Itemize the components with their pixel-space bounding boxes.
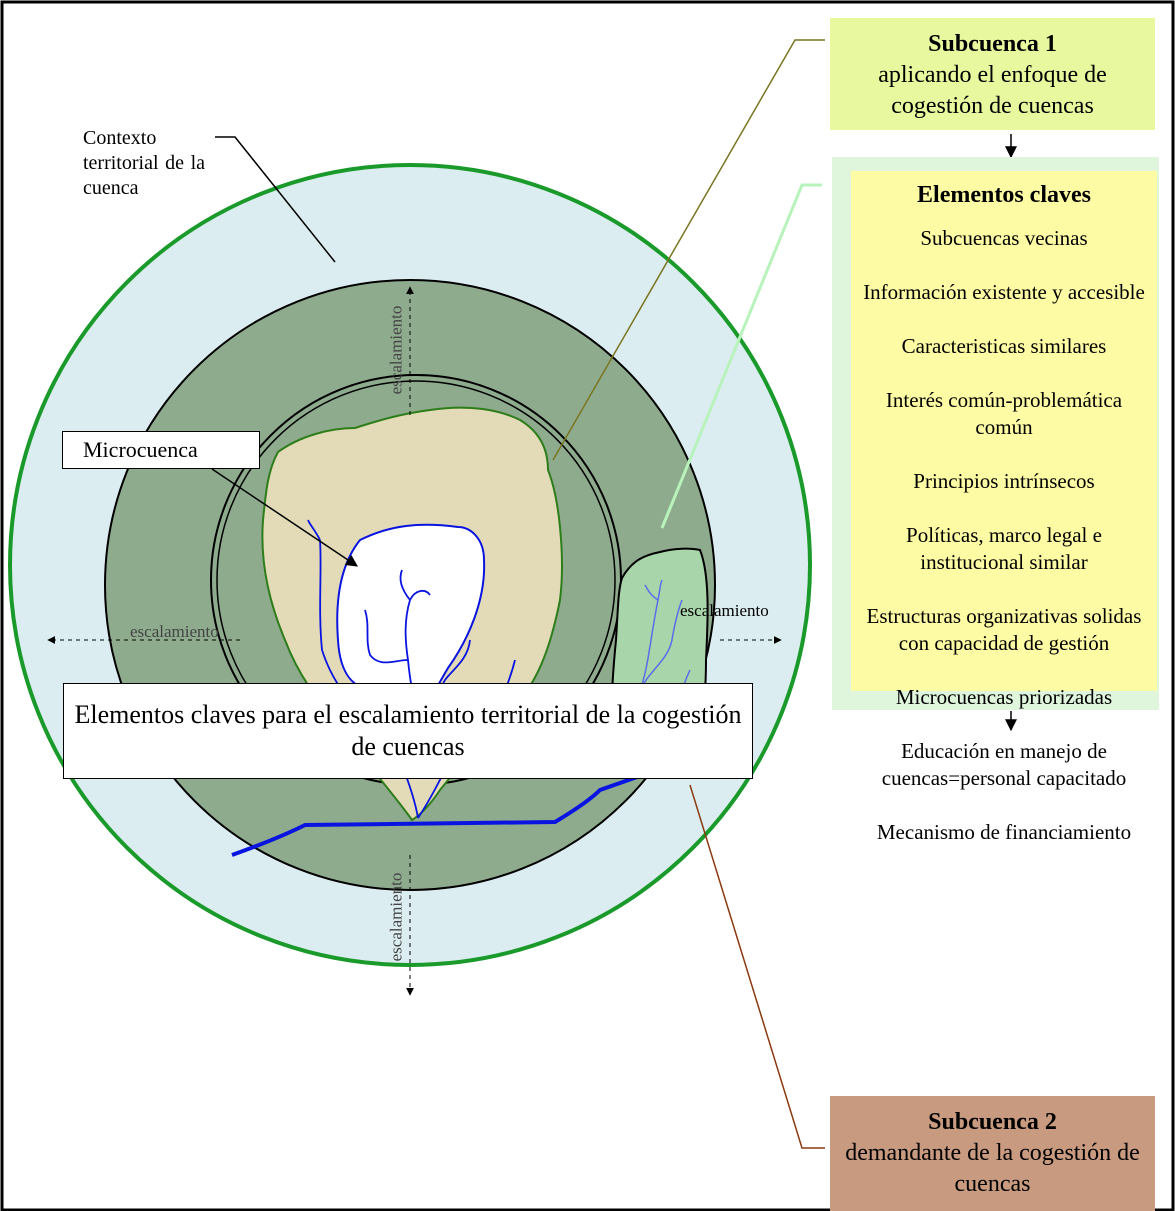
elementos-claves-box: Elementos claves Subcuencas vecinas Info… — [851, 171, 1157, 844]
elemento-item: Subcuencas vecinas — [920, 226, 1088, 250]
leader-context — [215, 136, 336, 263]
escalamiento-label-right: escalamiento — [680, 601, 769, 620]
elemento-item: Principios intrínsecos — [913, 469, 1095, 493]
escalamiento-label-bottom: escalamiento — [386, 872, 406, 962]
subcuenca2-box: Subcuenca 2 demandante de la cogestión d… — [830, 1096, 1155, 1211]
escalamiento-label-left: escalamiento — [130, 622, 219, 641]
leader-elementos — [660, 183, 822, 529]
elemento-item: Caracteristicas similares — [901, 334, 1107, 358]
context-label: Contexto territorial de la cuenca — [83, 127, 205, 199]
escalamiento-arrows — [47, 286, 782, 996]
diagram-caption: Elementos claves para el escalamiento te… — [63, 683, 753, 779]
elementos-claves-list: Subcuencas vecinas Información existente… — [851, 225, 1157, 846]
elemento-item: Estructuras organizativas solidas con ca… — [866, 604, 1142, 655]
subcuenca2-title: Subcuenca 2 — [928, 1109, 1057, 1135]
subcuenca1-box: Subcuenca 1 aplicando el enfoque de coge… — [830, 18, 1155, 130]
elemento-item: Interés común-problemática común — [885, 388, 1123, 439]
arrow-microcuenca — [211, 468, 358, 567]
elemento-item: Mecanismo de financiamiento — [876, 820, 1132, 844]
elemento-item: Políticas, marco legal e institucional s… — [906, 523, 1102, 574]
subcuenca1-text: aplicando el enfoque de cogestión de cue… — [878, 62, 1107, 119]
leader-subcuenca1 — [552, 39, 825, 461]
subcuenca2-text: demandante de la cogestión de cuencas — [845, 1140, 1140, 1197]
elemento-item: Educación en manejo de cuencas=personal … — [881, 739, 1127, 790]
elemento-item: Microcuencas priorizadas — [895, 685, 1113, 709]
leader-subcuenca2 — [689, 784, 825, 1149]
elementos-claves-title: Elementos claves — [917, 182, 1091, 208]
subcuenca1-title: Subcuenca 1 — [928, 31, 1057, 57]
elemento-item: Información existente y accesible — [863, 280, 1145, 304]
escalamiento-label-top: escalamiento — [386, 305, 406, 395]
microcuenca-label: Microcuenca — [62, 431, 260, 469]
